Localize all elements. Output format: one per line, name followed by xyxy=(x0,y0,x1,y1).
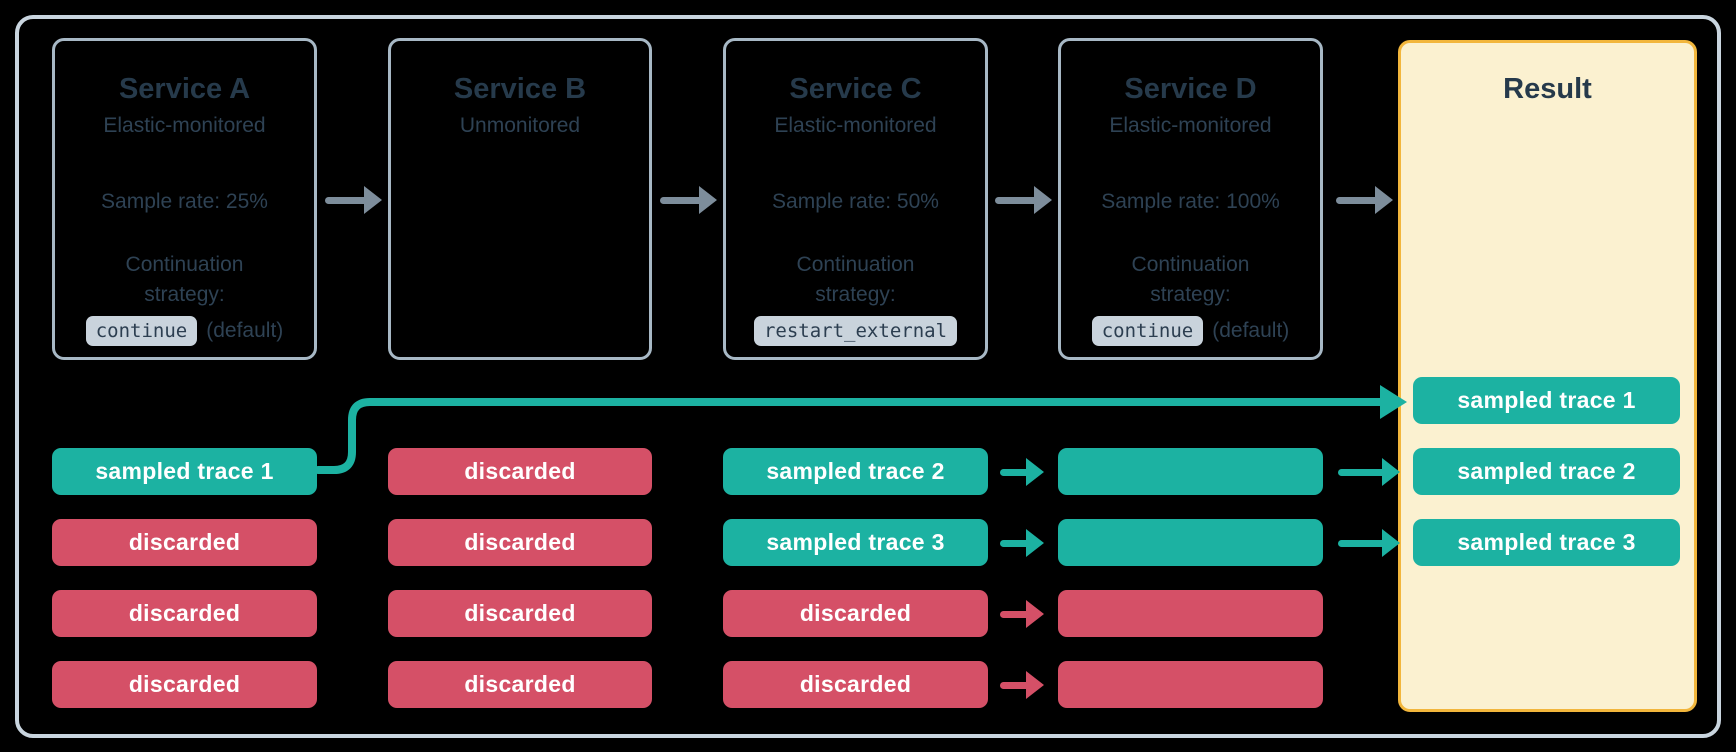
service-d-title: Service D xyxy=(1124,73,1257,105)
service-a-strategy-default-suffix: (default) xyxy=(206,319,284,342)
flow-arrow-b-to-c xyxy=(660,185,717,215)
arrow-shaft xyxy=(325,196,368,204)
trace-pill-b3: discarded xyxy=(388,590,652,637)
trace-pill-a1: sampled trace 1 xyxy=(52,448,317,495)
result-box: Result xyxy=(1398,40,1697,712)
trace-pill-c4: discarded xyxy=(723,661,988,708)
service-d-continuation-label: Continuation xyxy=(1131,253,1250,276)
service-d-strategy-code-tag: continue xyxy=(1091,316,1204,346)
trace-arrow-c-d-4 xyxy=(1000,670,1044,700)
trace-pill-c2: sampled trace 3 xyxy=(723,519,988,566)
flow-arrow-c-to-d xyxy=(995,185,1052,215)
service-d-sample-rate: Sample rate: 100% xyxy=(1101,190,1280,213)
service-a-continuation-label: Continuation xyxy=(125,253,244,276)
service-c-continuation-label: Continuation xyxy=(796,253,915,276)
arrow-head-icon xyxy=(699,186,717,214)
arrow-head-icon xyxy=(1375,186,1393,214)
arrow-head-icon xyxy=(1026,671,1044,699)
service-a-strategy-code-tag: continue xyxy=(85,316,198,346)
service-a-title: Service A xyxy=(118,73,251,105)
service-a-strategy-row: continue (default) xyxy=(55,313,314,349)
trace-pill-b1: discarded xyxy=(388,448,652,495)
service-b-title: Service B xyxy=(453,73,587,105)
trace-pill-d4 xyxy=(1058,661,1323,708)
flow-arrow-d-to-result xyxy=(1336,185,1393,215)
result-pill-3: sampled trace 3 xyxy=(1413,519,1680,566)
arrow-shaft xyxy=(1338,539,1386,547)
service-c-strategy-label: strategy: xyxy=(815,283,896,306)
service-b-box: Service B Unmonitored xyxy=(388,38,652,360)
service-c-strategy-code-tag: restart_external xyxy=(753,316,958,346)
trace-arrow-d-result-2 xyxy=(1338,528,1400,558)
service-c-strategy-row: restart_external xyxy=(726,313,985,349)
arrow-head-icon xyxy=(1026,458,1044,486)
arrow-head-icon xyxy=(1382,458,1400,486)
trace-arrow-c-d-2 xyxy=(1000,528,1044,558)
trace-pill-a4: discarded xyxy=(52,661,317,708)
trace-pill-a3: discarded xyxy=(52,590,317,637)
arrow-shaft xyxy=(1000,610,1030,618)
arrow-head-icon xyxy=(1382,529,1400,557)
trace-pill-c3: discarded xyxy=(723,590,988,637)
service-a-strategy-label: strategy: xyxy=(144,283,225,306)
arrow-shaft xyxy=(1336,196,1379,204)
service-d-strategy-default-suffix: (default) xyxy=(1212,319,1290,342)
result-pill-2: sampled trace 2 xyxy=(1413,448,1680,495)
trace-pill-b4: discarded xyxy=(388,661,652,708)
trace-pill-d3 xyxy=(1058,590,1323,637)
arrow-head-icon xyxy=(1026,529,1044,557)
service-c-monitoring: Elastic-monitored xyxy=(774,114,937,137)
trace-pill-a2: discarded xyxy=(52,519,317,566)
trace-pill-b2: discarded xyxy=(388,519,652,566)
service-a-box: Service A Elastic-monitored Sample rate:… xyxy=(52,38,317,360)
arrow-shaft xyxy=(1000,681,1030,689)
arrow-shaft xyxy=(995,196,1038,204)
service-a-monitoring: Elastic-monitored xyxy=(103,114,266,137)
arrow-head-icon xyxy=(1034,186,1052,214)
service-d-strategy-label: strategy: xyxy=(1150,283,1231,306)
service-d-strategy-row: continue (default) xyxy=(1061,313,1320,349)
service-c-title: Service C xyxy=(789,73,922,105)
service-d-box: Service D Elastic-monitored Sample rate:… xyxy=(1058,38,1323,360)
trace-arrow-c-d-1 xyxy=(1000,457,1044,487)
arrow-head-icon xyxy=(1026,600,1044,628)
service-a-sample-rate: Sample rate: 25% xyxy=(101,190,268,213)
arrow-shaft xyxy=(1338,468,1386,476)
trace-pill-c1: sampled trace 2 xyxy=(723,448,988,495)
service-b-monitoring: Unmonitored xyxy=(459,114,581,137)
result-title: Result xyxy=(1503,73,1592,105)
outer-frame xyxy=(15,15,1721,738)
service-d-monitoring: Elastic-monitored xyxy=(1109,114,1272,137)
trace-pill-d1 xyxy=(1058,448,1323,495)
service-c-box: Service C Elastic-monitored Sample rate:… xyxy=(723,38,988,360)
flow-arrow-a-to-b xyxy=(325,185,382,215)
arrow-shaft xyxy=(660,196,703,204)
arrow-head-icon xyxy=(364,186,382,214)
trace-arrow-d-result-1 xyxy=(1338,457,1400,487)
trace-arrow-c-d-3 xyxy=(1000,599,1044,629)
result-pill-1: sampled trace 1 xyxy=(1413,377,1680,424)
service-c-sample-rate: Sample rate: 50% xyxy=(772,190,939,213)
arrow-shaft xyxy=(1000,539,1030,547)
trace-pill-d2 xyxy=(1058,519,1323,566)
